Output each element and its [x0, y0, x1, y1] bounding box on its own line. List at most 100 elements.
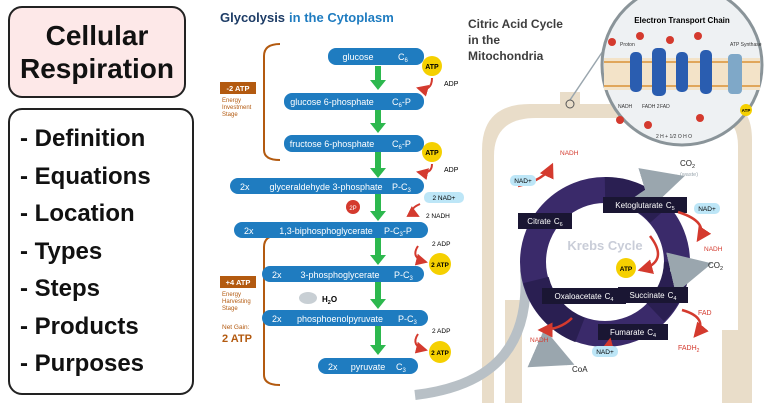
- net-gain-value: 2 ATP: [222, 333, 252, 345]
- co2-arrow-2: [666, 252, 712, 294]
- svg-text:FAD: FAD: [698, 310, 712, 317]
- harvesting-badge: [220, 276, 256, 288]
- nad-reduction: 2 NAD+ 2P 2 NADH: [346, 192, 464, 220]
- molecule-3-phosphoglycerate: 2x 3-phosphoglycerate P-C3: [262, 266, 424, 282]
- harvesting-line1: Energy: [222, 292, 241, 298]
- svg-text:2 ADP: 2 ADP: [432, 328, 450, 335]
- molecule-phosphoenolpyruvate: 2x phosphoenolpyruvate P-C3: [262, 310, 428, 326]
- svg-text:P-C3-P: P-C3-P: [384, 226, 412, 238]
- svg-text:ATP: ATP: [742, 108, 751, 113]
- topic-equations: - Equations: [20, 162, 151, 190]
- svg-text:C6-P: C6-P: [392, 97, 411, 109]
- topic-definition: - Definition: [20, 125, 146, 152]
- svg-text:H2O: H2O: [322, 295, 337, 306]
- svg-text:glyceraldehyde 3-phosphate: glyceraldehyde 3-phosphate: [269, 182, 382, 192]
- svg-text:NAD+: NAD+: [698, 206, 716, 213]
- svg-text:CO2: CO2: [708, 261, 723, 272]
- svg-text:FADH 2: FADH 2: [642, 104, 660, 110]
- citric-heading-1: Citric Acid Cycle: [468, 17, 563, 31]
- svg-text:fructose 6-phosphate: fructose 6-phosphate: [290, 139, 375, 149]
- svg-text:phosphoenolpyruvate: phosphoenolpyruvate: [297, 314, 383, 324]
- harvesting-line3: Stage: [222, 306, 238, 312]
- molecule-pyruvate: 2x pyruvate C3: [318, 358, 418, 374]
- etc-zoom-origin: [565, 99, 575, 109]
- svg-text:2x: 2x: [240, 182, 250, 192]
- topic-steps: - Steps: [20, 275, 101, 302]
- svg-text:NAD+: NAD+: [514, 178, 532, 185]
- svg-text:2 NADH: 2 NADH: [426, 213, 450, 220]
- molecule-1-3-biphosphoglycerate: 2x 1,3-biphosphoglycerate P-C3-P: [234, 222, 428, 238]
- svg-text:NAD+: NAD+: [596, 349, 614, 356]
- svg-text:2 ADP: 2 ADP: [432, 241, 450, 248]
- svg-text:Proton: Proton: [620, 42, 635, 48]
- svg-text:3-phosphoglycerate: 3-phosphoglycerate: [300, 270, 379, 280]
- svg-text:NADH: NADH: [704, 246, 723, 253]
- svg-text:2x: 2x: [244, 226, 254, 236]
- cycle-labels: NADH NAD+ CO2 (waste) NAD+ NADH CO2 ATP …: [510, 150, 723, 374]
- svg-text:2x: 2x: [272, 270, 282, 280]
- title-line-2: Respiration: [19, 53, 175, 84]
- topic-purposes: - Purposes: [20, 350, 145, 377]
- atp-consume-1: ATP ADP: [416, 56, 459, 97]
- citric-heading-3: Mitochondria: [468, 49, 544, 63]
- investment-line3: Stage: [222, 112, 238, 118]
- title-line-1: Cellular: [45, 20, 149, 51]
- atp-produce-1: 2 ADP 2 ATP: [414, 241, 451, 275]
- investment-line2: Investment: [222, 105, 252, 111]
- molecule-glucose: glucose C6: [328, 48, 424, 65]
- svg-text:CoA: CoA: [572, 365, 588, 374]
- etc-magnifier: Electron Transport Chain Proton ATP Synt…: [600, 0, 764, 147]
- svg-text:C6-P: C6-P: [392, 139, 411, 151]
- water-release: H2O: [299, 292, 337, 306]
- svg-text:ADP: ADP: [444, 81, 459, 88]
- investment-badge: [220, 82, 256, 94]
- svg-text:NADH: NADH: [560, 150, 579, 157]
- title-panel: Cellular Respiration: [8, 6, 186, 98]
- svg-text:2x: 2x: [272, 314, 282, 324]
- investment-line1: Energy: [222, 98, 241, 104]
- svg-text:ATP: ATP: [620, 266, 633, 273]
- investment-bracket: [263, 43, 281, 161]
- investment-badge-text: -2 ATP: [227, 84, 250, 93]
- svg-text:NADH: NADH: [618, 104, 633, 110]
- svg-text:FADH2: FADH2: [678, 345, 700, 354]
- svg-text:ATP: ATP: [425, 64, 439, 71]
- krebs-cycle-label: Krebs Cycle: [567, 238, 642, 253]
- glycolysis-arrows: [370, 66, 386, 355]
- svg-text:2 NAD+: 2 NAD+: [433, 195, 456, 202]
- svg-text:CO2: CO2: [680, 159, 695, 170]
- svg-text:ATP Synthase: ATP Synthase: [730, 42, 762, 48]
- molecule-glyceraldehyde-3-phosphate: 2x glyceraldehyde 3-phosphate P-C3: [230, 178, 424, 194]
- coa-arrow: [527, 328, 575, 368]
- svg-text:FAD: FAD: [660, 104, 670, 110]
- harvesting-line2: Harvesting: [222, 299, 251, 305]
- svg-text:glucose 6-phosphate: glucose 6-phosphate: [290, 97, 374, 107]
- svg-text:1,3-biphosphoglycerate: 1,3-biphosphoglycerate: [279, 226, 373, 236]
- topic-location: - Location: [20, 200, 135, 227]
- svg-text:ADP: ADP: [444, 167, 459, 174]
- svg-text:2 ATP: 2 ATP: [431, 262, 449, 269]
- svg-text:C3: C3: [396, 362, 407, 374]
- svg-text:P-C3: P-C3: [394, 270, 414, 282]
- citric-heading-2: in the: [468, 33, 500, 47]
- etc-zoom-line: [569, 47, 606, 101]
- molecule-glucose-6-phosphate: glucose 6-phosphate C6-P: [284, 93, 424, 110]
- svg-text:P-C3: P-C3: [398, 314, 418, 326]
- svg-text:2x: 2x: [328, 362, 338, 372]
- net-gain-label: Net Gain:: [222, 324, 250, 331]
- atp-consume-2: ATP ADP: [416, 142, 459, 180]
- topic-products: - Products: [20, 312, 139, 340]
- svg-text:NADH: NADH: [530, 337, 549, 344]
- topics-panel: - Definition - Equations - Location - Ty…: [8, 108, 194, 395]
- svg-text:(waste): (waste): [680, 172, 698, 178]
